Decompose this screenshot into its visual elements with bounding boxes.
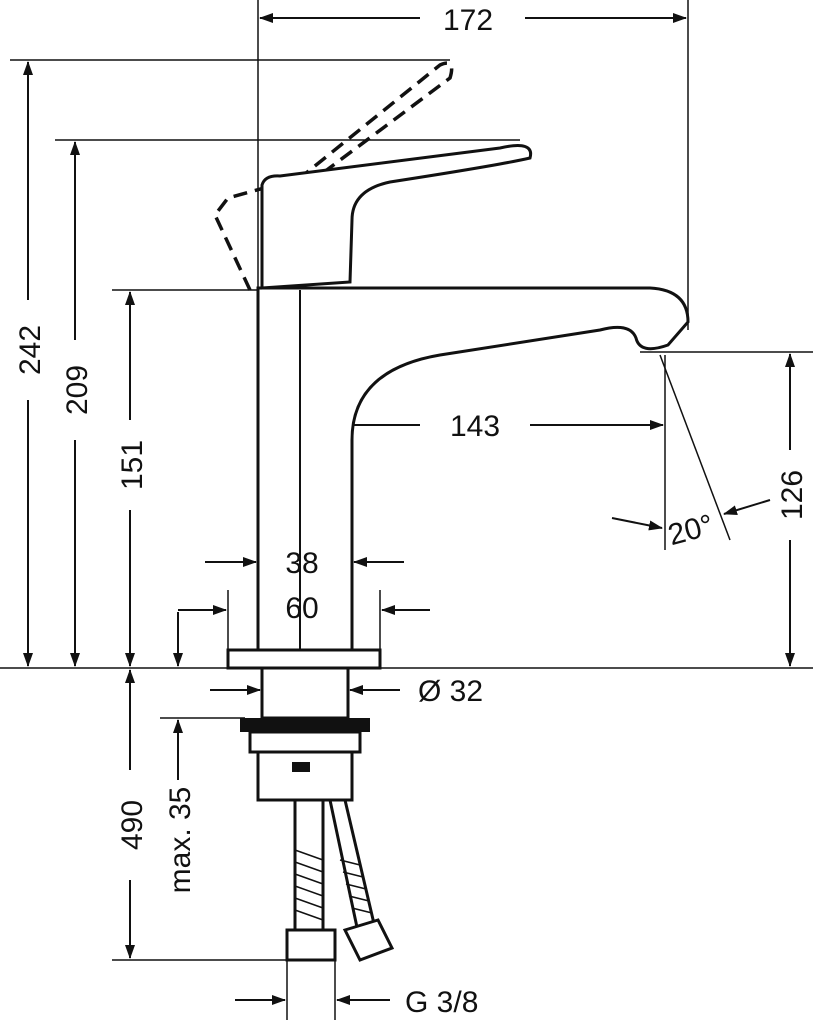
dim-body-height: 151 <box>116 440 149 490</box>
dim-hose-length: 490 <box>116 800 149 850</box>
mounting-assembly <box>240 666 370 802</box>
dim-overall-width: 172 <box>443 4 493 37</box>
dashed-lever-raised <box>212 61 454 291</box>
dim-connection: G 3/8 <box>405 986 478 1019</box>
supply-hoses <box>285 798 395 962</box>
dim-base-width: 60 <box>285 592 318 625</box>
dimension-arrows <box>23 13 795 1005</box>
dim-max-countertop: max. 35 <box>164 787 197 894</box>
dim-lever-height: 209 <box>61 365 94 415</box>
dim-body-width: 38 <box>285 547 318 580</box>
dim-spout-height: 126 <box>776 470 809 520</box>
faucet-body <box>226 144 690 670</box>
dim-spout-angle: 20° <box>665 508 717 552</box>
dim-thread-diameter: Ø 32 <box>418 675 483 708</box>
dim-max-height: 242 <box>14 325 47 375</box>
dim-spout-reach: 143 <box>450 410 500 443</box>
